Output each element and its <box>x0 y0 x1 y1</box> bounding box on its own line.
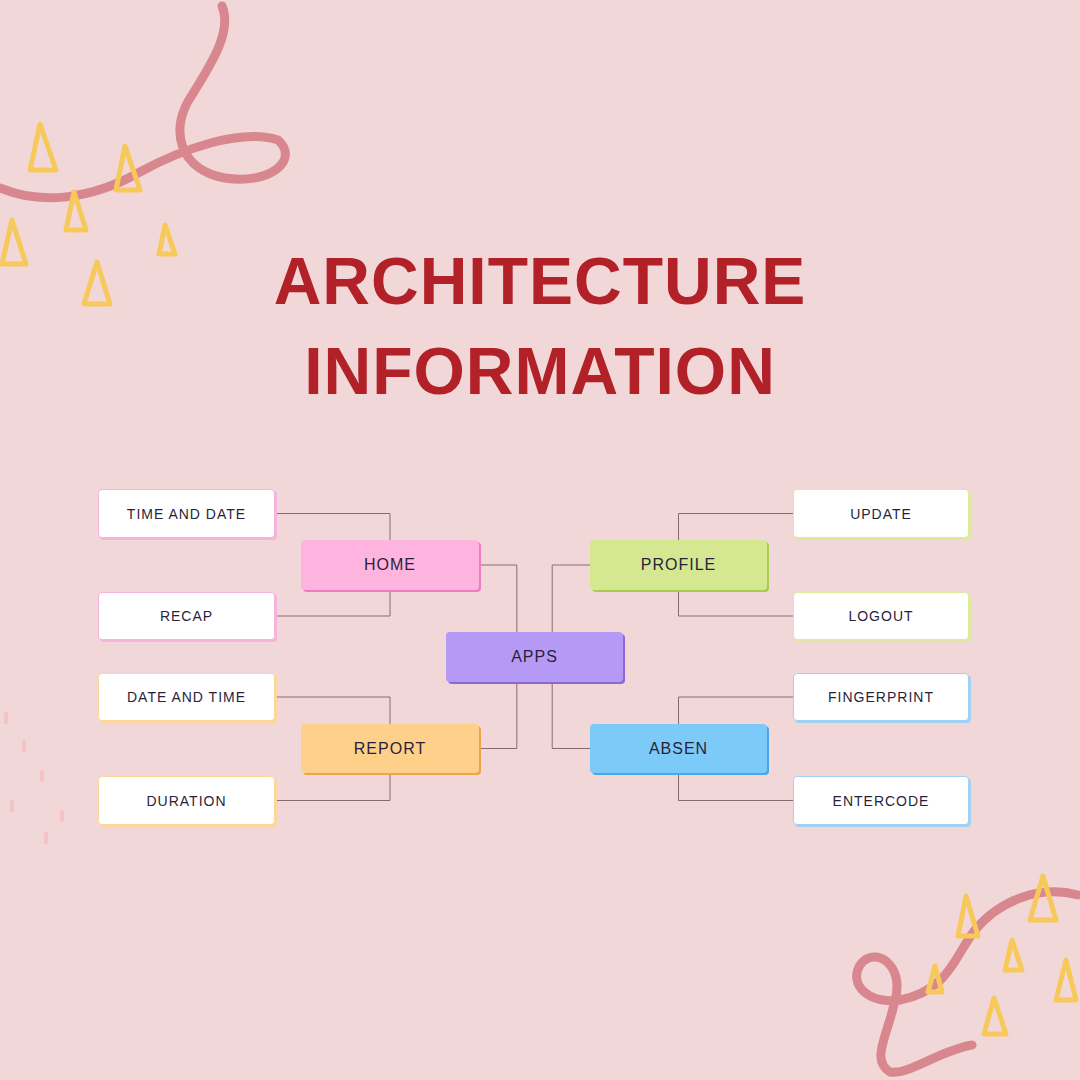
dash-dot <box>4 712 8 724</box>
section-box: REPORT <box>301 724 479 773</box>
connector <box>275 514 390 541</box>
box-label: APPS <box>511 648 558 666</box>
triangle <box>1030 876 1056 920</box>
item-box: TIME AND DATE <box>98 489 275 538</box>
triangle <box>984 998 1006 1034</box>
triangle <box>159 225 175 254</box>
connector <box>679 697 794 724</box>
triangle <box>1005 940 1022 970</box>
box-label: FINGERPRINT <box>828 689 934 705</box>
dash-dot <box>40 770 44 782</box>
connector <box>275 697 390 724</box>
box-label: ENTERCODE <box>833 793 930 809</box>
item-box: UPDATE <box>793 489 969 538</box>
triangle <box>116 146 140 190</box>
connector <box>552 565 590 632</box>
connector <box>479 565 517 632</box>
connector <box>479 682 517 749</box>
dash-dot <box>60 810 64 822</box>
triangle <box>1056 960 1076 1000</box>
triangle <box>2 220 26 264</box>
box-label: ABSEN <box>649 740 708 758</box>
connector <box>275 773 390 801</box>
box-label: TIME AND DATE <box>127 506 246 522</box>
box-label: LOGOUT <box>848 608 913 624</box>
triangle <box>958 896 978 936</box>
box-label: DURATION <box>146 793 226 809</box>
box-label: REPORT <box>354 740 426 758</box>
triangle <box>84 262 110 304</box>
connector <box>275 590 390 616</box>
item-box: ENTERCODE <box>793 776 969 825</box>
box-label: PROFILE <box>641 556 716 574</box>
section-box: HOME <box>301 540 479 590</box>
section-box: ABSEN <box>590 724 767 773</box>
triangle <box>66 192 86 230</box>
section-box: PROFILE <box>590 540 767 590</box>
dash-dot <box>44 832 48 844</box>
triangle <box>30 124 56 170</box>
title: ARCHITECTURE INFORMATION <box>190 236 890 416</box>
item-box: LOGOUT <box>793 592 969 640</box>
dash-dot <box>22 740 26 752</box>
connector <box>679 514 794 541</box>
triangle <box>928 966 942 992</box>
box-label: DATE AND TIME <box>127 689 246 705</box>
connector <box>679 773 794 801</box>
item-box: DURATION <box>98 776 275 825</box>
section-box: APPS <box>446 632 623 682</box>
item-box: FINGERPRINT <box>793 673 969 721</box>
connector <box>552 682 590 749</box>
box-label: HOME <box>364 556 416 574</box>
item-box: DATE AND TIME <box>98 673 275 721</box>
connector <box>679 590 794 616</box>
squiggle <box>0 6 285 198</box>
box-label: UPDATE <box>850 506 912 522</box>
item-box: RECAP <box>98 592 275 640</box>
box-label: RECAP <box>160 608 213 624</box>
dash-dot <box>10 800 14 812</box>
